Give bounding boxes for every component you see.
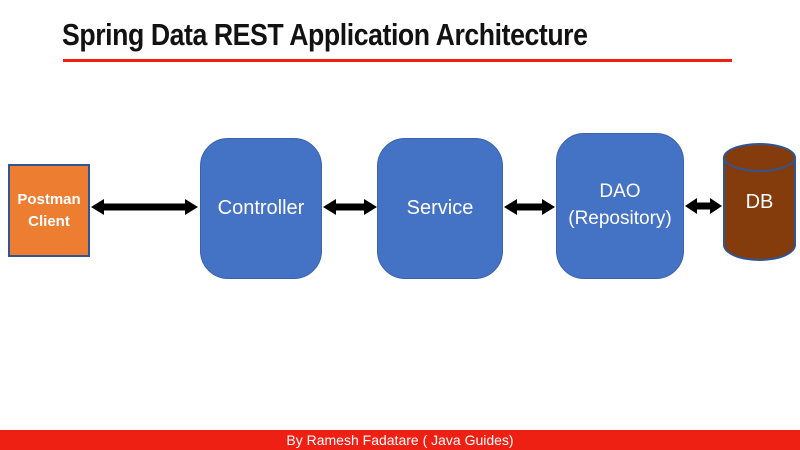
db-cylinder-top-ellipse [723,143,796,172]
arrow-postman-to-controller [91,199,198,215]
node-dao-label-line1: DAO [599,181,641,203]
arrow-service-to-dao [504,199,555,215]
node-service-label: Service [406,197,474,219]
node-db-label: DB [745,191,774,213]
node-controller: Controller [200,138,322,279]
db-cylinder-body [723,157,796,261]
title-underline-rule [63,59,732,62]
node-controller-label: Controller [217,197,305,219]
node-service: Service [377,138,503,279]
node-dao-label-line2: (Repository) [568,208,672,229]
arrow-controller-to-service [323,199,377,215]
node-postman-client: Postman Client [8,164,90,257]
arrow-dao-to-db [685,198,722,214]
node-postman-label-line2: Client [28,212,70,230]
node-postman-label-line1: Postman [17,190,81,208]
footer-credit-bar: By Ramesh Fadatare ( Java Guides) [0,430,800,450]
page-title: Spring Data REST Application Architectur… [62,17,588,52]
footer-credit-text: By Ramesh Fadatare ( Java Guides) [286,432,514,448]
node-dao-repository: DAO (Repository) [556,133,684,279]
node-db-cylinder: DB [723,143,796,261]
